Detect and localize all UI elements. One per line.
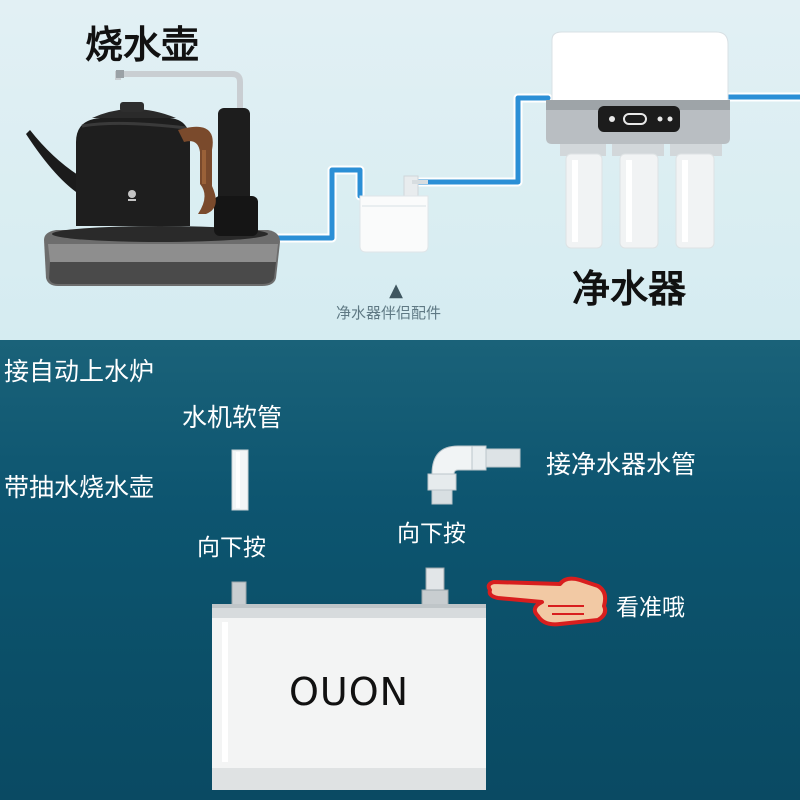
auto-kettle-label: 接自动上水炉	[4, 357, 155, 386]
kettle-icon	[26, 70, 280, 286]
purifier-title: 净水器	[572, 267, 687, 311]
companion-box-icon	[359, 175, 429, 253]
press-down-right-label: 向下按	[397, 521, 466, 547]
purifier-pipe-label: 接净水器水管	[546, 450, 697, 479]
box-face: OUON	[212, 604, 486, 790]
press-down-left-label: 向下按	[197, 535, 266, 561]
accessory-caption: 净水器伴侣配件	[336, 304, 442, 322]
water-purifier-icon	[546, 31, 730, 249]
pointer-triangle-icon: ▲	[389, 280, 403, 301]
pipe-to-purifier	[409, 95, 551, 185]
soft-pipe-label: 水机软管	[182, 403, 283, 432]
pump-kettle-label: 带抽水烧水壶	[4, 473, 155, 502]
kettle-title: 烧水壶	[85, 23, 200, 67]
aim-label: 看准哦	[616, 595, 685, 621]
installation-diagram: ▲	[26, 31, 800, 301]
pipe-to-kettle	[267, 167, 363, 241]
box-brand-label: OUON	[288, 670, 410, 714]
